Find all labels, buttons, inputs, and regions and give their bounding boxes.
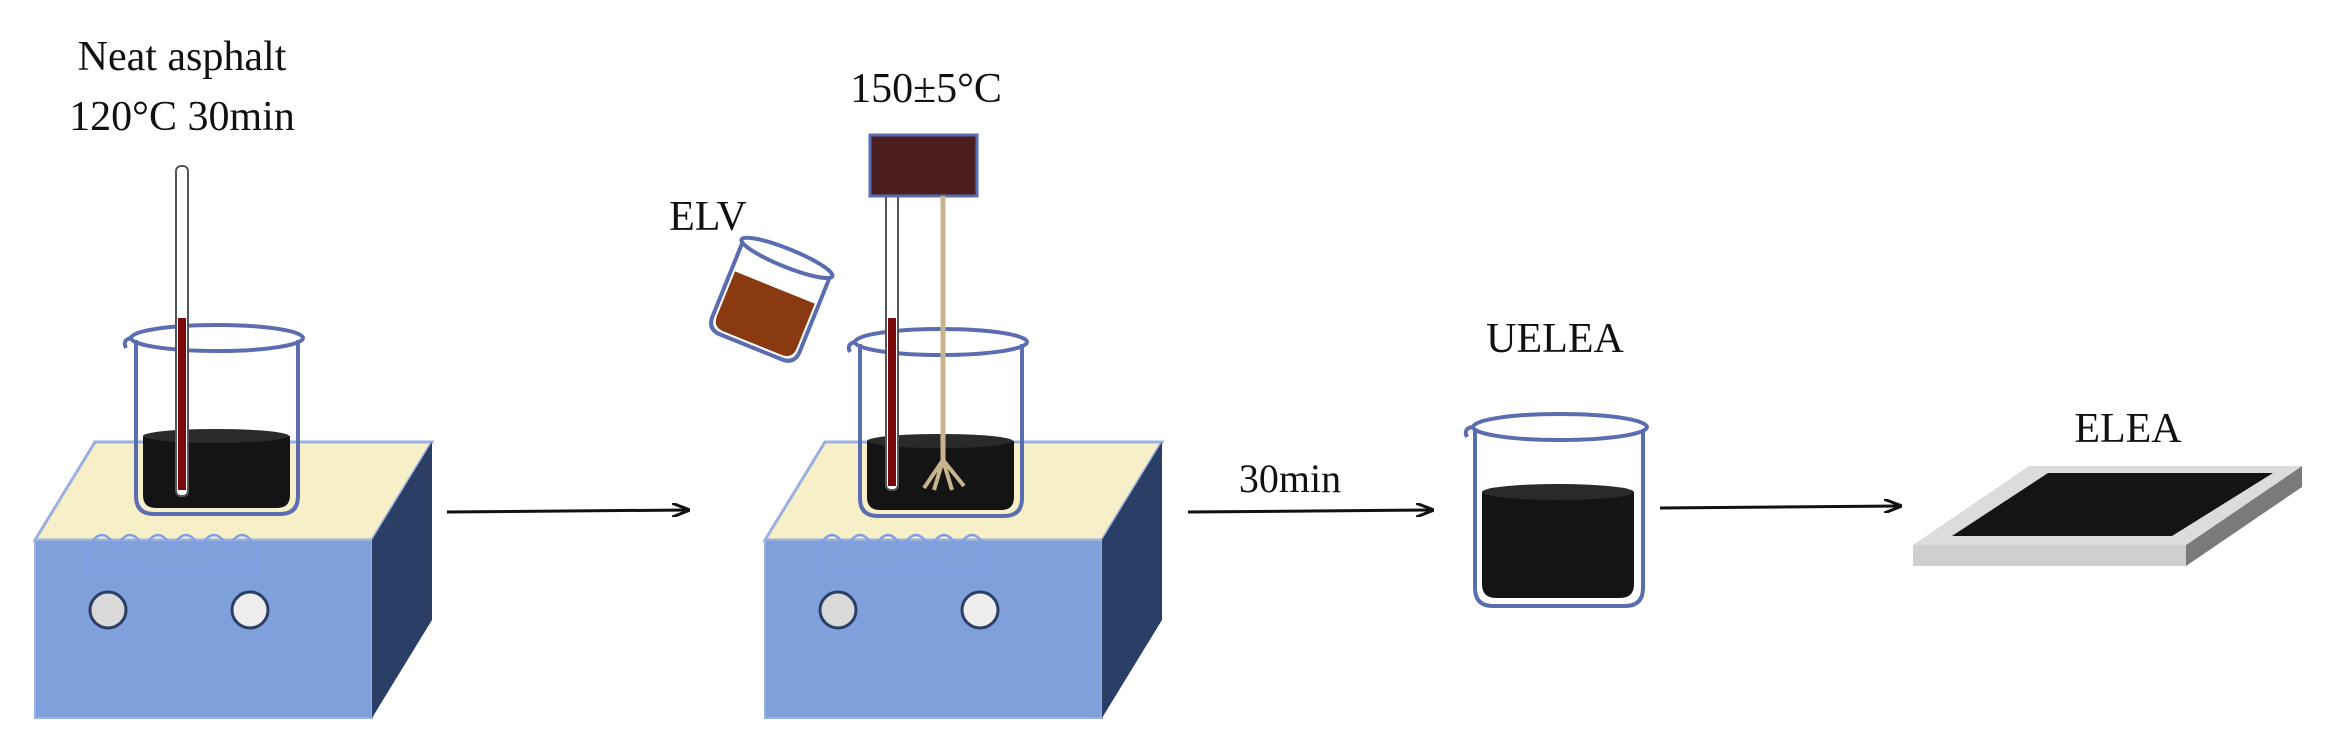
elv-beaker-rim	[739, 235, 835, 281]
step1-label-line1: Neat asphalt	[78, 34, 287, 80]
heater-side-face	[372, 442, 432, 718]
elea-plate	[1913, 466, 2302, 566]
process-arrow-2	[1187, 510, 1432, 512]
elv-beaker-outline	[709, 241, 832, 363]
heater-front-face	[34, 539, 373, 719]
beaker-asphalt	[143, 436, 290, 508]
plate-asphalt-layer	[1952, 473, 2273, 536]
beaker-outline	[1473, 430, 1645, 608]
beaker-spout	[846, 340, 856, 353]
beaker-rim	[1471, 412, 1649, 442]
beaker-spout	[1463, 425, 1473, 438]
heating-coil	[816, 533, 988, 573]
step1-label-line2: 120°C 30min	[69, 94, 295, 140]
step2-stirrer	[868, 133, 979, 491]
uelea-beaker	[1463, 412, 1649, 608]
elea-label: ELEA	[2074, 406, 2182, 452]
beaker-outline	[858, 344, 1024, 518]
beaker-spout	[122, 336, 132, 349]
beaker-asphalt-surface	[867, 434, 1013, 448]
heater-knob-left[interactable]	[818, 590, 858, 630]
process-arrow-1	[446, 510, 688, 512]
plate-front-edge	[1913, 545, 2186, 566]
heater-side-face	[1102, 442, 1162, 718]
heater-knob-right[interactable]	[960, 590, 1000, 630]
thermometer-mercury	[178, 318, 186, 490]
heater-knob-right[interactable]	[230, 590, 270, 630]
beaker-rim	[129, 323, 305, 353]
stirrer-blades	[922, 458, 966, 491]
step2-temperature-label: 150±5°C	[850, 66, 1002, 112]
beaker-asphalt-surface	[1482, 484, 1634, 500]
step2-beaker	[846, 327, 1029, 518]
beaker-asphalt	[867, 441, 1014, 510]
beaker-asphalt	[1482, 492, 1634, 598]
uelea-label: UELEA	[1486, 316, 1624, 362]
step1-thermometer	[175, 165, 189, 497]
elv-liquid	[715, 271, 815, 357]
step1-beaker	[122, 323, 305, 516]
heater-front-face	[764, 539, 1103, 719]
thermometer-mercury	[888, 318, 896, 486]
arrow2-time-label: 30min	[1239, 456, 1341, 501]
process-arrow-3	[1659, 506, 1900, 508]
elv-beaker	[709, 235, 835, 363]
plate-side-edge	[2186, 466, 2302, 566]
beaker-outline	[134, 340, 300, 516]
elv-label: ELV	[669, 194, 747, 240]
heater-knob-left[interactable]	[88, 590, 128, 630]
step1-heater	[32, 440, 435, 719]
stirrer-motor	[868, 133, 979, 198]
step2-thermometer	[885, 167, 899, 491]
beaker-asphalt-surface	[143, 429, 289, 443]
heating-coil	[86, 533, 258, 573]
